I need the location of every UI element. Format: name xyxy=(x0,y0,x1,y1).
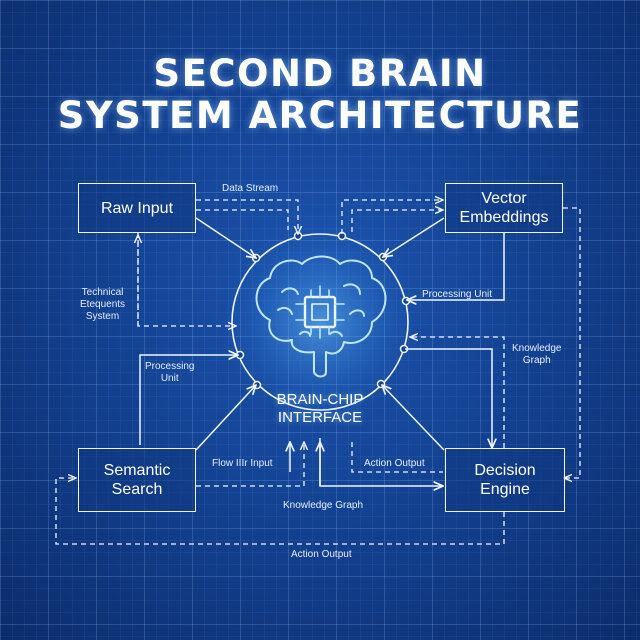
technical-line-2: Etequents xyxy=(80,299,126,310)
raw-input-label: Raw Input xyxy=(100,199,174,217)
edge-label-action-output-mid: Action Output xyxy=(364,458,425,469)
technical-line-3: System xyxy=(85,311,120,322)
edge-label-action-output-bottom: Action Output xyxy=(291,549,352,560)
title-line-1: SECOND BRAIN xyxy=(153,52,487,95)
core-glow xyxy=(215,217,425,427)
semantic-search-label-2: Search xyxy=(111,481,163,498)
vector-embeddings-label-2: Embeddings xyxy=(459,209,549,226)
processing-left-line-2: Unit xyxy=(160,373,179,384)
vector-embeddings-node[interactable]: Vector Embeddings xyxy=(445,183,563,233)
edge-label-processing-unit-right: Processing Unit xyxy=(422,289,493,300)
edge-label-technical-system: Technical Etequents System xyxy=(80,287,125,323)
title-line-2: SYSTEM ARCHITECTURE xyxy=(57,94,583,137)
knowledge-right-line-1: Knowledge xyxy=(512,343,562,354)
edge-label-knowledge-graph-bottom: Knowledge Graph xyxy=(283,500,364,511)
processing-left-line-1: Processing xyxy=(145,361,195,372)
center-label-line-2: INTERFACE xyxy=(277,409,363,426)
brain-chip-icon xyxy=(255,255,387,378)
edge-label-knowledge-graph-right: Knowledge Graph xyxy=(512,343,561,367)
vector-embeddings-label-1: Vector xyxy=(481,190,527,207)
decision-engine-label-2: Engine xyxy=(480,481,530,498)
center-label-line-1: BRAIN-CHIP xyxy=(276,391,364,408)
edge-label-processing-unit-left: Processing Unit xyxy=(145,361,194,385)
edge-label-data-stream: Data Stream xyxy=(222,183,279,194)
semantic-search-label-1: Semantic xyxy=(103,462,171,479)
raw-input-node[interactable]: Raw Input xyxy=(78,183,196,233)
edge-label-flow-input: Flow IIIr Input xyxy=(212,458,273,469)
technical-line-1: Technical xyxy=(81,287,124,298)
brain-chip-interface-label: BRAIN-CHIP INTERFACE xyxy=(250,391,390,427)
semantic-search-node[interactable]: Semantic Search xyxy=(78,448,196,512)
knowledge-right-line-2: Graph xyxy=(522,355,551,366)
decision-engine-node[interactable]: Decision Engine xyxy=(445,448,565,512)
decision-engine-label-1: Decision xyxy=(474,462,536,479)
